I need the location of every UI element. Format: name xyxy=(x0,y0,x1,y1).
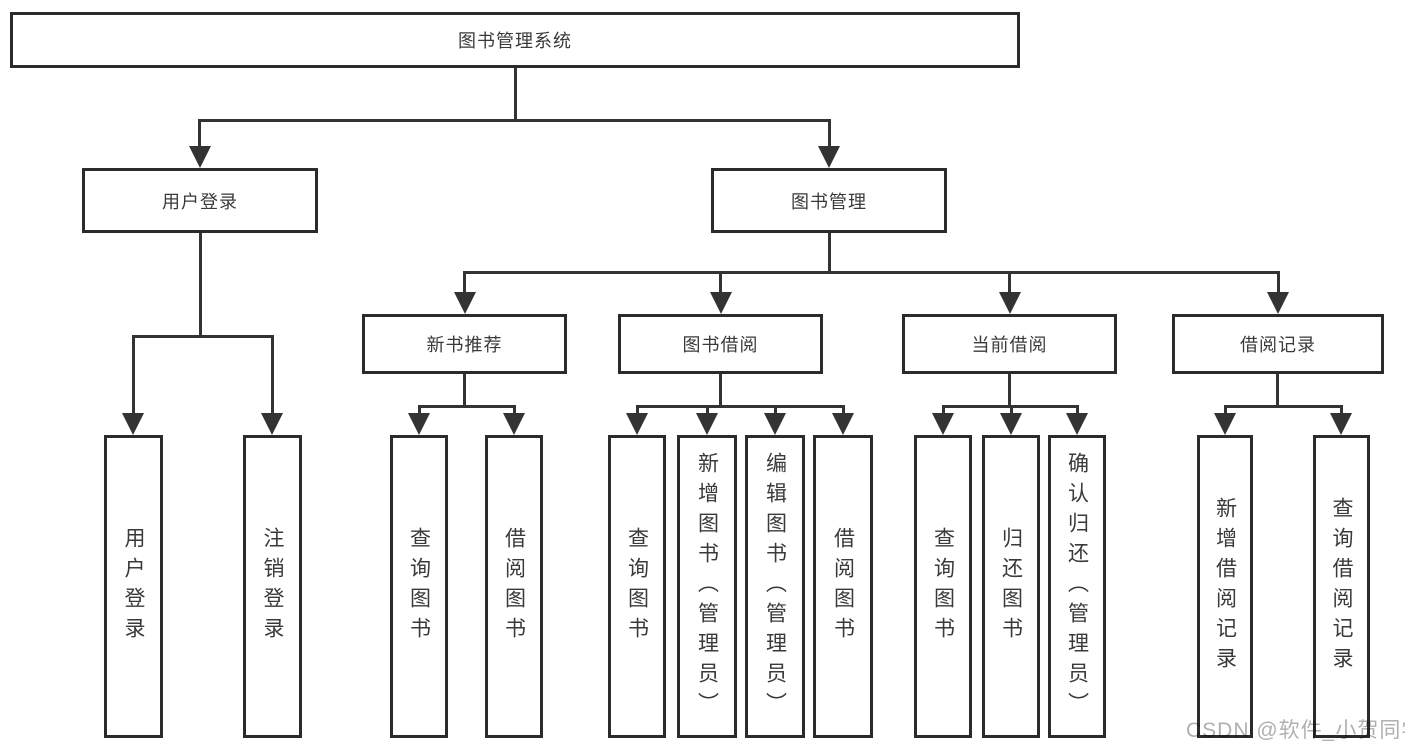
arrow-to-user-login xyxy=(189,146,211,168)
connector-drop-records xyxy=(1277,271,1280,293)
leaf-borrow-borrow-books: 借阅图书 xyxy=(813,435,873,738)
leaf-borrow-query-books: 查询图书 xyxy=(608,435,666,738)
connector-drop-bb-query xyxy=(636,405,639,415)
connector-bookmgmt-bar xyxy=(463,271,1279,274)
csdn-watermark: CSDN @软件_小贺同学 xyxy=(1186,719,1405,742)
arrow-to-leaf-logout xyxy=(261,413,283,435)
connector-root-bar xyxy=(198,119,831,122)
connector-drop-br-add xyxy=(1224,405,1227,415)
connector-drop-user-login xyxy=(198,119,201,148)
connector-drop-bookborrow xyxy=(719,271,722,293)
arrow-to-records xyxy=(1267,292,1289,314)
connector-currentborrow-stem xyxy=(1008,374,1011,408)
arrow-to-nb-query xyxy=(408,413,430,435)
leaf-current-return-books: 归还图书 xyxy=(982,435,1040,738)
node-current-borrow: 当前借阅 xyxy=(902,314,1117,374)
arrow-to-bookborrow xyxy=(710,292,732,314)
connector-drop-cb-confirm xyxy=(1076,405,1079,415)
node-user-login: 用户登录 xyxy=(82,168,318,233)
connector-bookborrow-bar xyxy=(636,405,845,408)
connector-drop-cb-query xyxy=(942,405,945,415)
leaf-borrow-edit-books-admin: 编辑图书（管理员） xyxy=(745,435,805,738)
node-borrow-records: 借阅记录 xyxy=(1172,314,1384,374)
connector-drop-currentborrow xyxy=(1008,271,1011,293)
arrow-to-nb-borrow xyxy=(503,413,525,435)
arrow-to-book-mgmt xyxy=(818,146,840,168)
connector-root-stem xyxy=(514,68,517,122)
connector-drop-nb-borrow xyxy=(513,405,516,415)
connector-newbook-bar xyxy=(418,405,516,408)
arrow-to-cb-return xyxy=(1000,413,1022,435)
arrow-to-br-query xyxy=(1330,413,1352,435)
leaf-current-confirm-return-admin: 确认归还（管理员） xyxy=(1048,435,1106,738)
arrow-to-newbook xyxy=(454,292,476,314)
leaf-user-login: 用户登录 xyxy=(104,435,163,738)
leaf-newbook-borrow-books: 借阅图书 xyxy=(485,435,543,738)
leaf-borrow-add-books-admin: 新增图书（管理员） xyxy=(677,435,737,738)
connector-drop-bb-borrow xyxy=(842,405,845,415)
arrow-to-bb-edit xyxy=(764,413,786,435)
arrow-to-cb-query xyxy=(932,413,954,435)
node-new-book-recommend: 新书推荐 xyxy=(362,314,567,374)
connector-drop-br-query xyxy=(1340,405,1343,415)
connector-drop-book-mgmt xyxy=(828,119,831,148)
connector-bookmgmt-stem xyxy=(828,233,831,273)
connector-drop-cb-return xyxy=(1010,405,1013,415)
connector-newbook-stem xyxy=(463,374,466,408)
leaf-newbook-query-books: 查询图书 xyxy=(390,435,448,738)
connector-drop-bb-edit xyxy=(774,405,777,415)
leaf-current-query-books: 查询图书 xyxy=(914,435,972,738)
leaf-records-add-record: 新增借阅记录 xyxy=(1197,435,1253,738)
node-book-management: 图书管理 xyxy=(711,168,947,233)
leaf-logout: 注销登录 xyxy=(243,435,302,738)
node-book-borrow: 图书借阅 xyxy=(618,314,823,374)
connector-records-bar xyxy=(1224,405,1342,408)
connector-drop-bb-add xyxy=(706,405,709,415)
arrow-to-bb-borrow xyxy=(832,413,854,435)
arrow-to-bb-add xyxy=(696,413,718,435)
leaf-records-query-record: 查询借阅记录 xyxy=(1313,435,1370,738)
arrow-to-bb-query xyxy=(626,413,648,435)
connector-records-stem xyxy=(1276,374,1279,408)
arrow-to-cb-confirm xyxy=(1066,413,1088,435)
connector-drop-newbook xyxy=(463,271,466,293)
connector-drop-leaf-userlogin xyxy=(132,335,135,415)
arrow-to-currentborrow xyxy=(999,292,1021,314)
connector-userlogin-bar xyxy=(132,335,273,338)
connector-bookborrow-stem xyxy=(719,374,722,408)
connector-drop-leaf-logout xyxy=(271,335,274,415)
connector-userlogin-stem xyxy=(199,233,202,338)
arrow-to-leaf-userlogin xyxy=(122,413,144,435)
arrow-to-br-add xyxy=(1214,413,1236,435)
node-root: 图书管理系统 xyxy=(10,12,1020,68)
connector-drop-nb-query xyxy=(418,405,421,415)
